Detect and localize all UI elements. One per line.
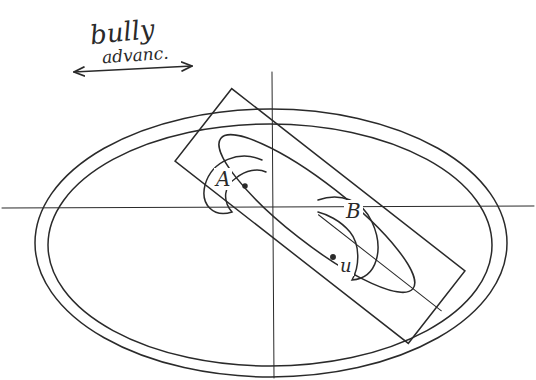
arrow-label: advanc.	[99, 44, 171, 68]
point-label: B	[344, 200, 363, 222]
point-label: u	[338, 256, 354, 276]
point-label: A	[214, 168, 232, 190]
